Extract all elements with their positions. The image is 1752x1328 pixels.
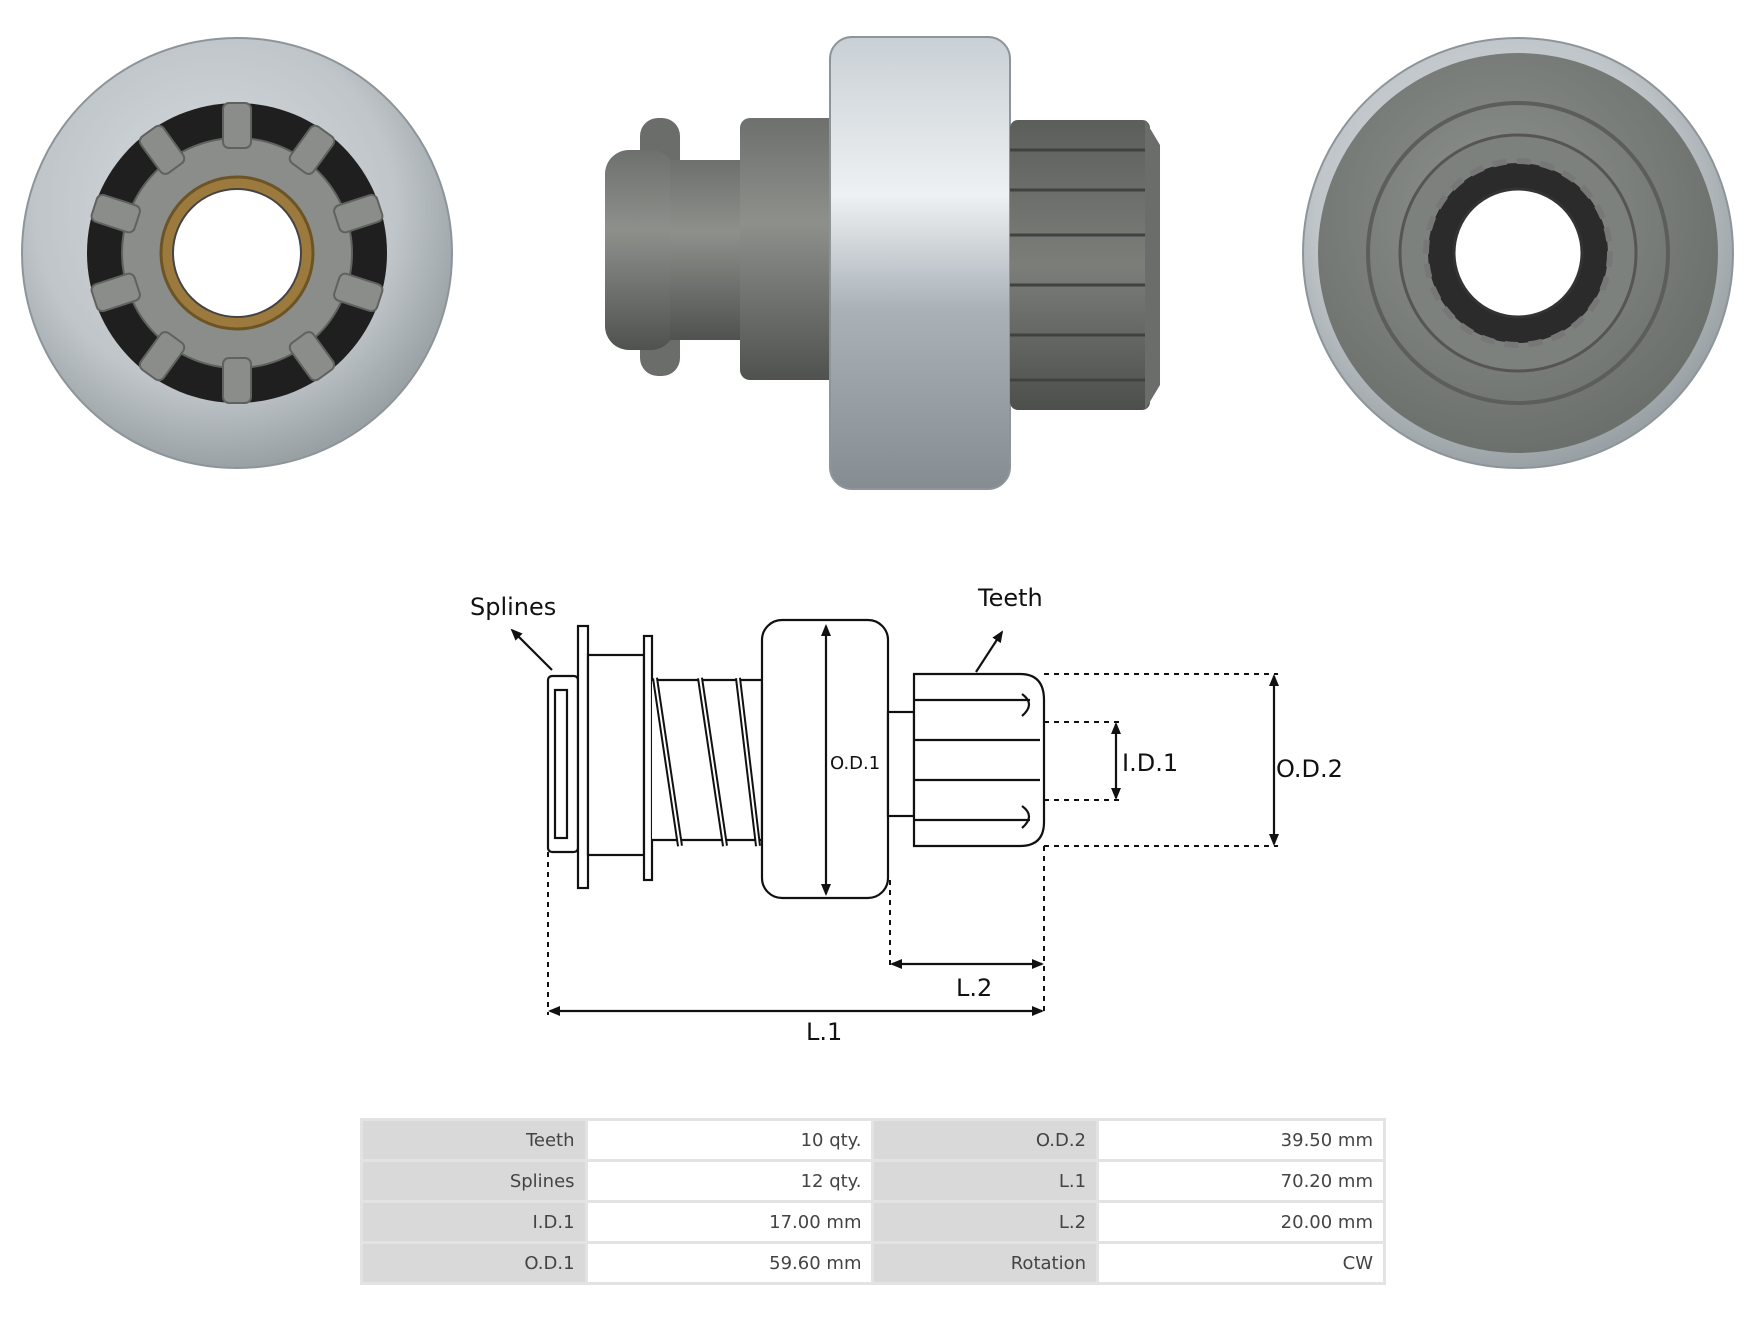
- id1-label: I.D.1: [1122, 749, 1178, 777]
- spec-label: Teeth: [363, 1121, 585, 1159]
- spec-value: 10 qty.: [587, 1121, 872, 1159]
- table-row: O.D.1 59.60 mm Rotation CW: [363, 1244, 1383, 1282]
- table-row: Teeth 10 qty. O.D.2 39.50 mm: [363, 1121, 1383, 1159]
- spec-label: L.1: [874, 1162, 1097, 1200]
- table-row: Splines 12 qty. L.1 70.20 mm: [363, 1162, 1383, 1200]
- spec-value: 12 qty.: [587, 1162, 872, 1200]
- spec-value: 17.00 mm: [587, 1203, 872, 1241]
- spec-value: 39.50 mm: [1099, 1121, 1383, 1159]
- front-view-photo: [21, 37, 453, 469]
- dimension-diagram: Splines Teeth O.D.1 I.D.1 O.D.2 L.2 L.1: [470, 584, 1343, 1046]
- dimension-arrows: [510, 624, 1279, 1016]
- spec-value: CW: [1099, 1244, 1383, 1282]
- spec-value: 20.00 mm: [1099, 1203, 1383, 1241]
- spec-label: O.D.2: [874, 1121, 1097, 1159]
- spec-value: 70.20 mm: [1099, 1162, 1383, 1200]
- side-view-photo: [605, 36, 1160, 490]
- table-row: I.D.1 17.00 mm L.2 20.00 mm: [363, 1203, 1383, 1241]
- splines-callout: Splines: [470, 593, 556, 621]
- drive-outline: [546, 618, 1046, 900]
- spec-label: Rotation: [874, 1244, 1097, 1282]
- spec-table: Teeth 10 qty. O.D.2 39.50 mm Splines 12 …: [360, 1118, 1386, 1285]
- spec-label: Splines: [363, 1162, 585, 1200]
- pinion-teeth-icon: [1010, 120, 1160, 410]
- spec-label: O.D.1: [363, 1244, 585, 1282]
- product-photos: [21, 36, 1734, 490]
- spec-value: 59.60 mm: [587, 1244, 872, 1282]
- od2-label: O.D.2: [1276, 755, 1343, 783]
- spec-label: I.D.1: [363, 1203, 585, 1241]
- od1-label: O.D.1: [830, 753, 880, 774]
- teeth-callout: Teeth: [977, 584, 1043, 612]
- back-view-photo: [1302, 37, 1734, 469]
- extension-lines: [547, 673, 1278, 1015]
- spec-label: L.2: [874, 1203, 1097, 1241]
- l1-label: L.1: [806, 1018, 842, 1046]
- l2-label: L.2: [956, 974, 992, 1002]
